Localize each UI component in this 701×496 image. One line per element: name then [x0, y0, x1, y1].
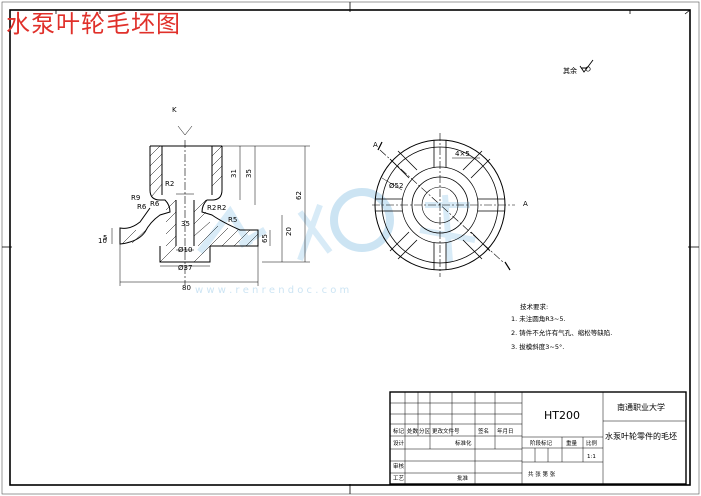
revision-header: 分区: [419, 427, 431, 435]
revision-header: 标记: [393, 427, 405, 435]
plan-view: [372, 133, 515, 277]
weight-label: 重量: [566, 439, 578, 447]
approve-label: 批准: [457, 474, 469, 482]
dimension-label: 35: [181, 220, 190, 228]
dimension-label: R6: [150, 200, 160, 208]
sheet-count-label: 共 张 第 张: [528, 470, 556, 478]
title-block-text: HT200 南通职业大学 水泵叶轮零件的毛坯 标记 处数 分区 更改文件号 签名…: [393, 402, 677, 482]
tech-requirement-item: 3. 拔模斜度3~5°.: [511, 342, 564, 351]
dimension-label: R6: [137, 203, 147, 211]
revision-header: 签名: [478, 427, 489, 435]
watermark: w w w . r e n r e n d o c . c o m: [195, 188, 476, 296]
dimension-label: 4×5: [455, 150, 470, 158]
dimension-label: 20: [285, 227, 293, 236]
tech-requirement-item: 1. 未注圆角R3~5.: [511, 314, 566, 323]
roughness-note-label: 其余: [563, 66, 577, 75]
dimension-label: R2: [207, 204, 216, 212]
material-label: HT200: [544, 409, 580, 422]
review-label: 审核: [393, 462, 405, 470]
section-letter-a-right: A: [523, 200, 528, 208]
stage-label: 阶段标记: [530, 439, 553, 447]
dimension-label: Ø10: [178, 246, 192, 254]
section-letter-a-top: A: [373, 141, 378, 149]
title-block: [389, 391, 687, 485]
dimension-label: R5: [228, 216, 237, 224]
dimension-label: 35: [245, 169, 253, 178]
dimension-label: R2: [165, 180, 174, 188]
school-name: 南通职业大学: [617, 402, 665, 412]
scale-label: 比例: [586, 439, 598, 447]
standard-label: 标准化: [455, 439, 472, 447]
dimension-label: Ø52: [389, 182, 403, 190]
tech-requirements-heading: 技术要求:: [520, 302, 548, 311]
revision-header: 处数: [407, 427, 419, 435]
watermark-url: w w w . r e n r e n d o c . c o m: [195, 285, 349, 296]
process-label: 工艺: [393, 475, 405, 482]
dimension-label: 10: [98, 237, 107, 245]
revision-header: 更改文件号: [432, 427, 460, 435]
dimension-label: 62: [295, 191, 303, 200]
dimension-label: 80: [182, 284, 191, 292]
tech-requirement-item: 2. 铸件不允许有气孔、缩松等缺陷.: [511, 328, 612, 337]
dimension-label: 65: [261, 234, 269, 243]
center-dimension-labels: 31 35 62 20 R2 R2 R5 35 65 Ø10 Ø37 80: [178, 169, 303, 292]
tech-requirements: 技术要求: 1. 未注圆角R3~5. 2. 铸件不允许有气孔、缩松等缺陷. 3.…: [511, 302, 612, 351]
dimension-label: 5: [103, 234, 107, 242]
section-letter-k: K: [172, 106, 177, 114]
scale-value: 1:1: [587, 454, 596, 460]
overlay-title: 水泵叶轮毛坯图: [6, 10, 181, 38]
design-label: 设计: [393, 439, 405, 447]
section-view: [111, 125, 310, 286]
dimension-label: R2: [217, 204, 226, 212]
roughness-note: 其余: [563, 59, 594, 75]
dimension-label: 31: [230, 169, 238, 178]
dimension-label: Ø37: [178, 264, 192, 272]
dimension-label: R9: [131, 194, 140, 202]
part-name: 水泵叶轮零件的毛坯: [605, 431, 677, 441]
right-dimension-labels: 4×5 Ø52: [389, 150, 470, 190]
revision-header: 年月日: [497, 427, 514, 435]
